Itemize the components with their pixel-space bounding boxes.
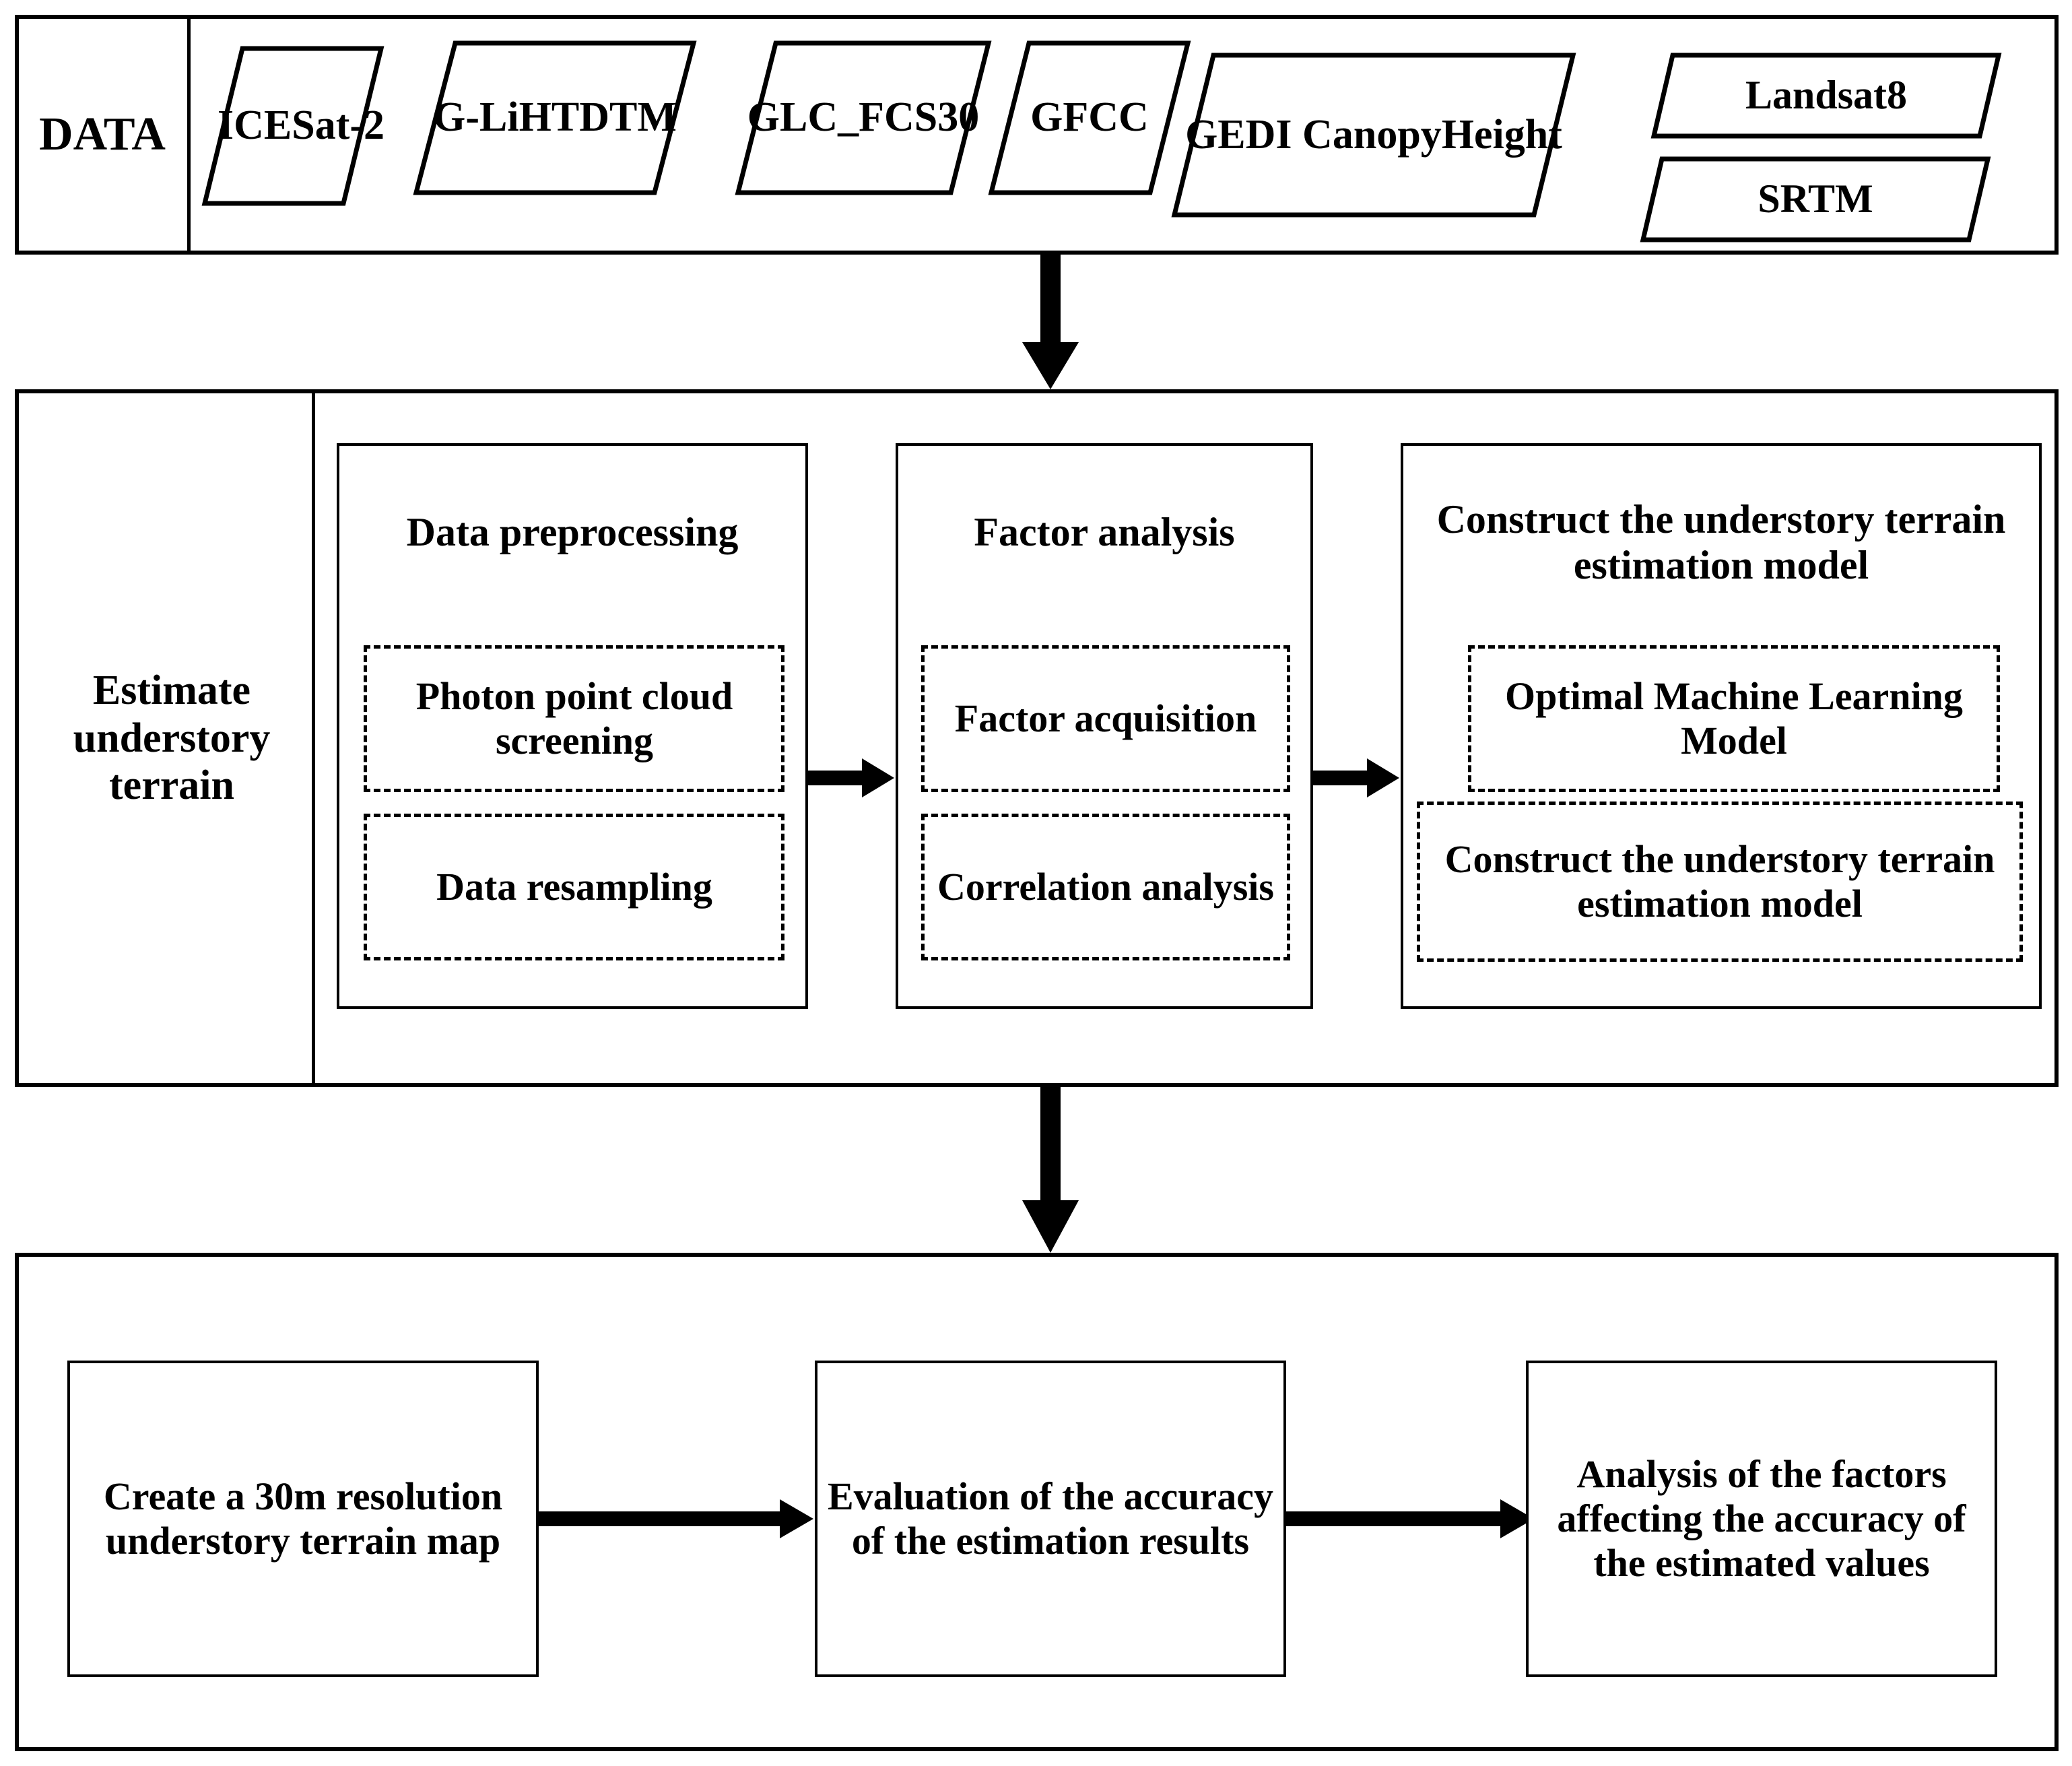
result-analyze-factors <box>1526 1361 1997 1677</box>
substep-optimal-machine-learning-model <box>1468 645 2000 792</box>
step-factor-analysis <box>896 443 1313 1009</box>
arrow-preprocessing-to-factor-analysis <box>808 754 896 802</box>
dataset-gedi-canopy-height: GEDI Canopy Height <box>1171 53 1576 218</box>
step-factor-analysis-title: Factor analysis <box>974 509 1235 554</box>
arrow-create-map-to-evaluate-accuracy <box>539 1495 815 1542</box>
step-construct-model-title: Construct the understory terrain estimat… <box>1436 496 2006 587</box>
result-create-map <box>67 1361 539 1677</box>
result-evaluate-accuracy-label: Evaluation of the accuracy of the estima… <box>827 1474 1274 1563</box>
step-construct-model <box>1401 443 2042 1009</box>
substep-correlation-analysis <box>921 814 1290 960</box>
substep-photon-point-cloud-screening <box>364 645 784 792</box>
dataset-landsat8-label: Landsat8 <box>1745 73 1908 118</box>
dataset-gliht-dtm-label: G-LiHT DTM <box>433 94 677 141</box>
dataset-icesat2: ICES at-2 <box>201 46 385 206</box>
arrow-factor-analysis-to-construct-model <box>1313 754 1401 802</box>
dataset-gedi-canopy-height-label: GEDI Canopy Height <box>1185 111 1562 158</box>
result-analyze-factors-label: Analysis of the factors affecting the ac… <box>1557 1451 1966 1585</box>
substep-construct-understory-terrain-estimation-model <box>1417 802 2023 962</box>
dataset-srtm: SRTM <box>1640 156 1991 242</box>
dataset-landsat8: Landsat8 <box>1650 53 2002 139</box>
estimate-section-divider <box>312 391 315 1085</box>
result-evaluate-accuracy <box>815 1361 1286 1677</box>
substep-factor-acquisition-label: Factor acquisition <box>954 696 1257 740</box>
substep-optimal-machine-learning-model-label: Optimal Machine Learning Model <box>1505 674 1963 762</box>
data-section-label: DATA <box>39 108 166 161</box>
arrow-evaluate-accuracy-to-analyze-factors <box>1286 1495 1535 1542</box>
substep-data-resampling-label: Data resampling <box>436 864 712 909</box>
dataset-srtm-label: SRTM <box>1758 176 1873 222</box>
substep-data-resampling <box>364 814 784 960</box>
arrow-estimate-to-results <box>1010 1086 1091 1254</box>
substep-construct-understory-terrain-estimation-model-label: Construct the understory terrain estimat… <box>1444 837 1995 925</box>
data-section-divider <box>187 17 191 253</box>
dataset-glc-fcs30-label: GLC_ FCS30 <box>747 94 980 141</box>
arrow-data-to-estimate <box>1010 253 1091 391</box>
substep-factor-acquisition <box>921 645 1290 792</box>
substep-photon-point-cloud-screening-label: Photon point cloud screening <box>415 674 733 762</box>
dataset-gf-cc-label: GF CC <box>1030 94 1149 141</box>
step-data-preprocessing <box>337 443 808 1009</box>
step-data-preprocessing-title: Data preprocessing <box>406 509 739 554</box>
dataset-icesat2-label: ICES at-2 <box>217 102 385 149</box>
result-create-map-label: Create a 30m resolution understory terra… <box>103 1474 503 1563</box>
estimate-section-label: Estimate understory terrain <box>73 667 271 809</box>
substep-correlation-analysis-label: Correlation analysis <box>937 864 1274 909</box>
dataset-gf-cc: GF CC <box>988 40 1191 195</box>
dataset-glc-fcs30: GLC_ FCS30 <box>735 40 992 195</box>
dataset-gliht-dtm: G-LiHT DTM <box>413 40 697 195</box>
